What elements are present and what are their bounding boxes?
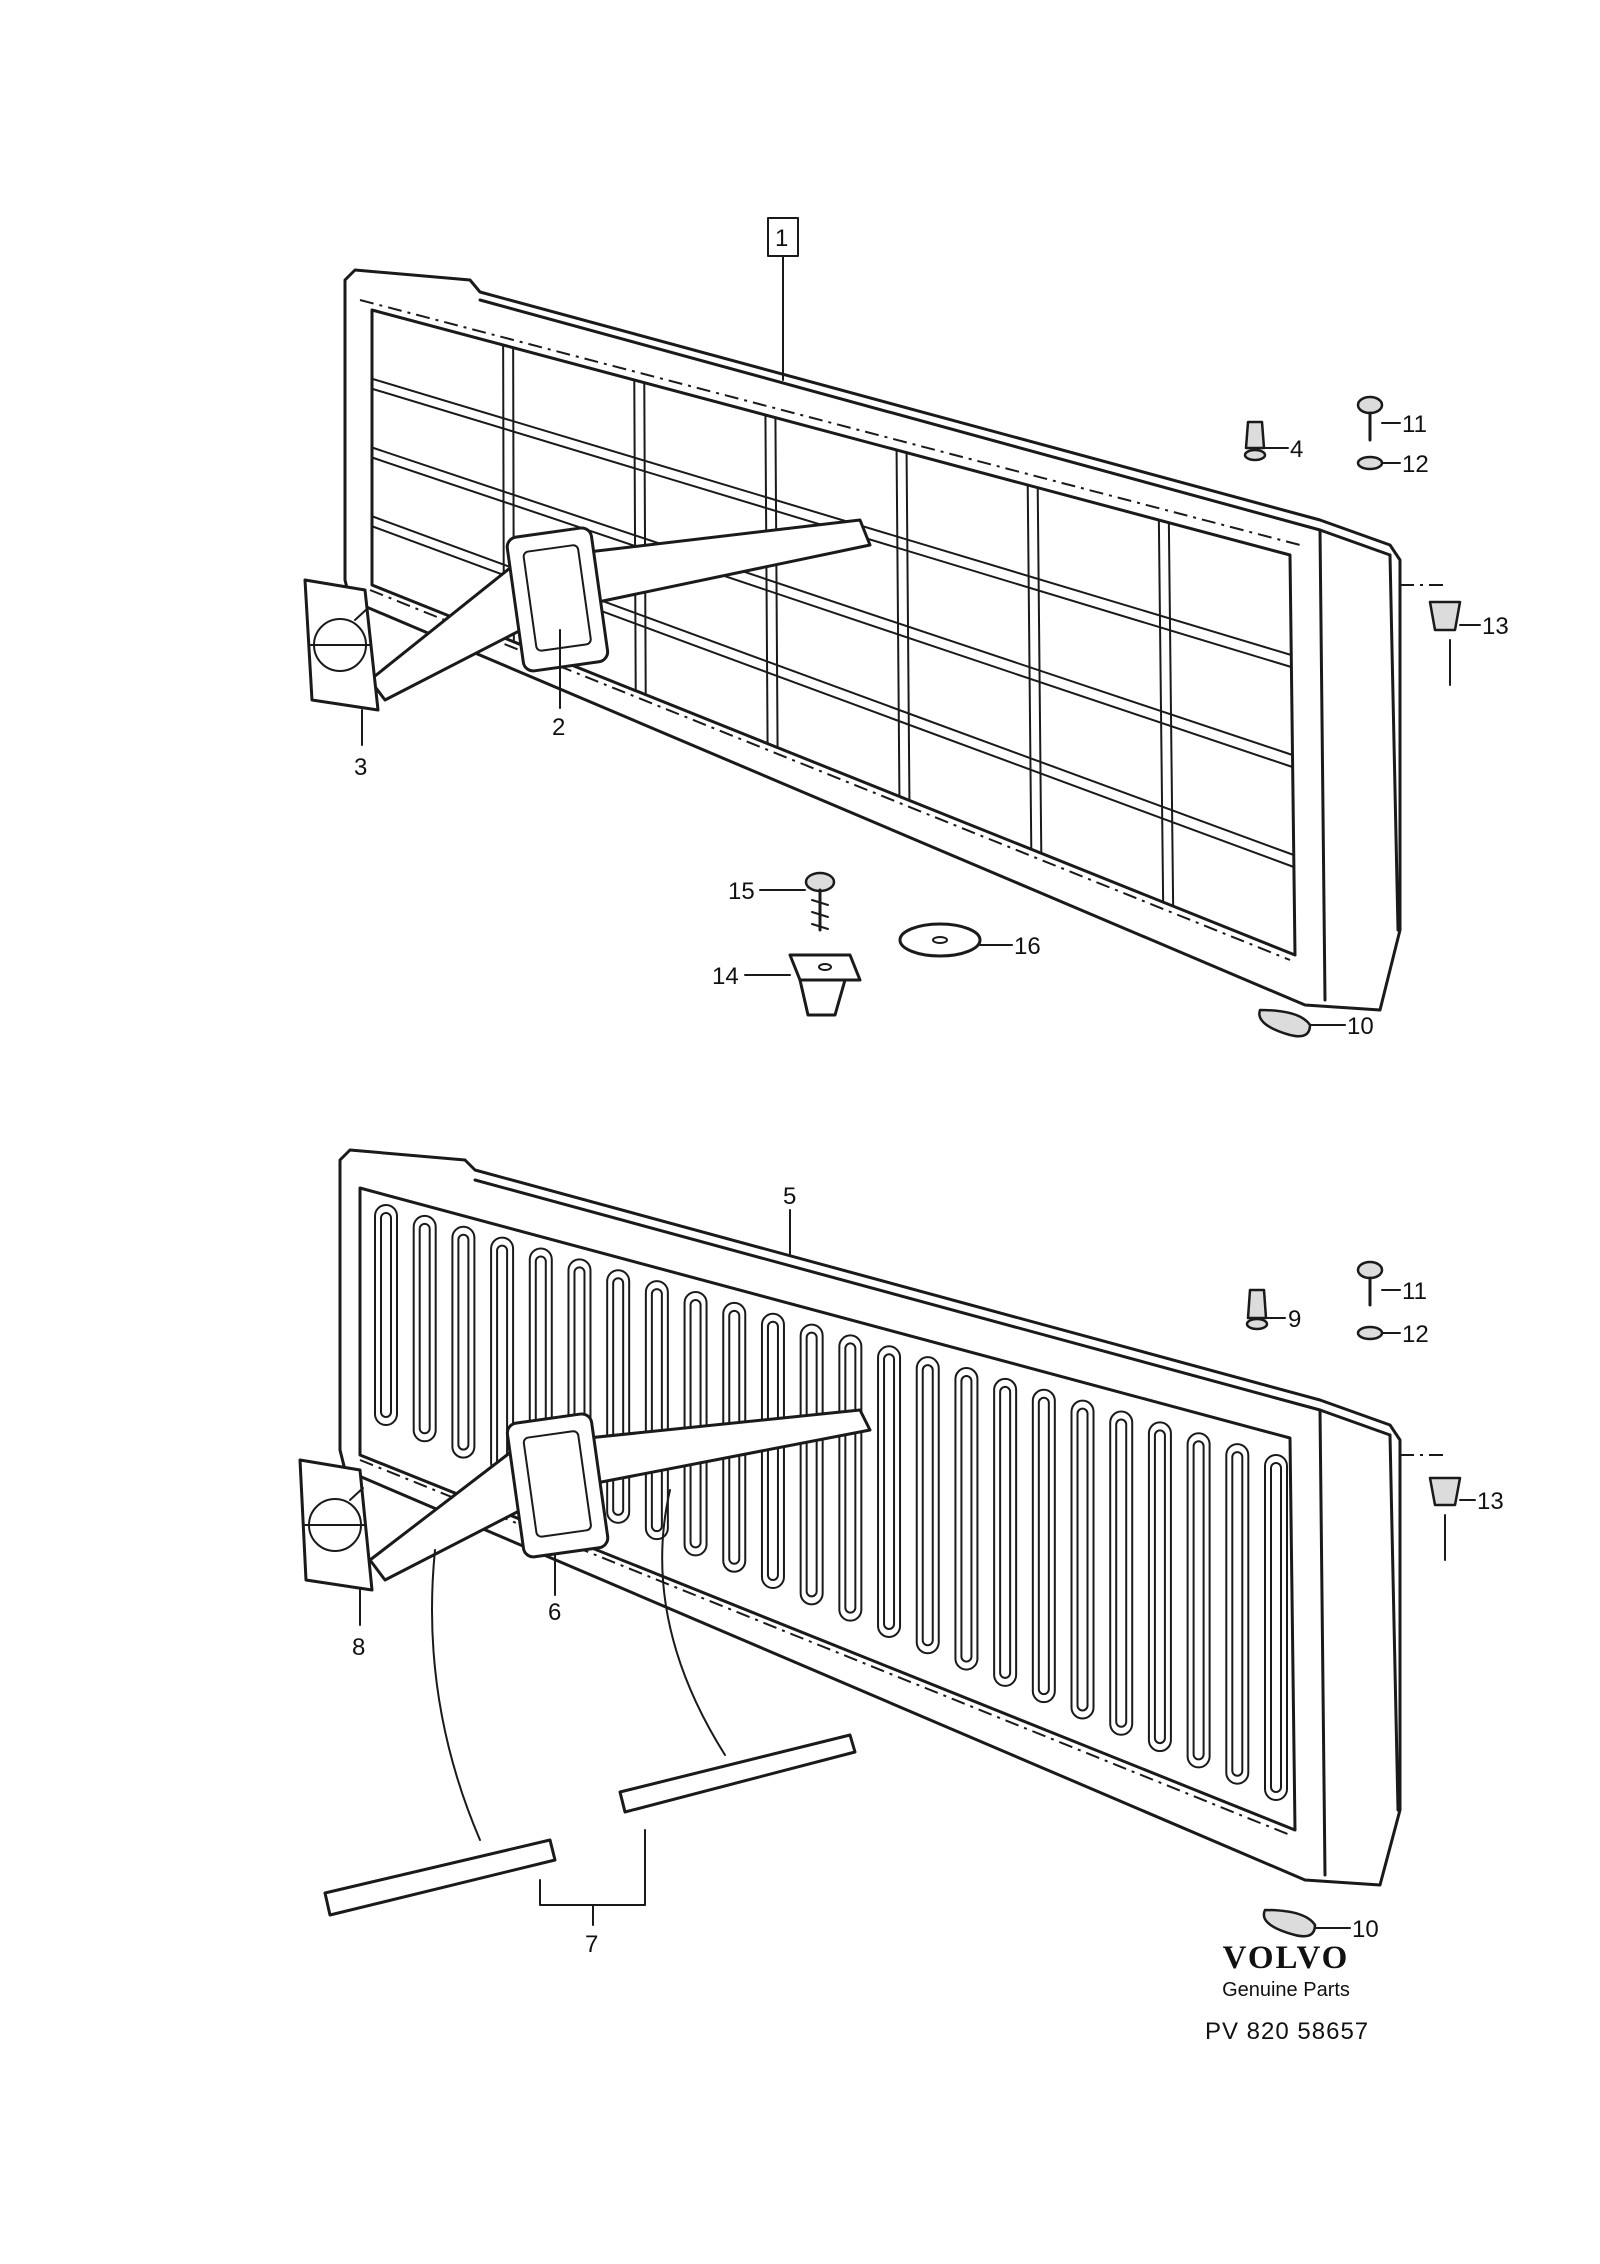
- volvo-badge-lower: [298, 1458, 374, 1592]
- grille-slat-inner: [1115, 1418, 1128, 1728]
- grille-slat: [1147, 1421, 1172, 1753]
- volvo-badge: [303, 578, 380, 712]
- grille-slat: [915, 1356, 940, 1655]
- grille-slat: [838, 1334, 863, 1622]
- screw-15: [804, 871, 836, 932]
- grille-slat-inner: [1192, 1440, 1205, 1761]
- nut-14: [788, 953, 862, 1017]
- grille-slat-inner: [1037, 1396, 1050, 1696]
- part-number: PV 820 58657: [1205, 2018, 1370, 2045]
- grille-slat-inner: [1231, 1451, 1244, 1777]
- callout-15: 15: [728, 878, 755, 905]
- callout-12-top: 12: [1402, 451, 1429, 478]
- grille-slat-inner: [999, 1385, 1012, 1679]
- grille-slat: [374, 1204, 398, 1426]
- grille-slat: [683, 1290, 708, 1557]
- grille-slat-inner: [921, 1364, 934, 1647]
- screw-11-bottom: [1356, 1260, 1384, 1307]
- grille-slat-inner: [844, 1342, 857, 1614]
- callout-10-top: 10: [1347, 1013, 1374, 1040]
- callout-2: 2: [552, 714, 565, 741]
- emblem-bar-lower: [368, 1408, 872, 1582]
- grille-vertical-bars: [338, 1148, 1402, 1887]
- callout-16: 16: [1014, 933, 1041, 960]
- callout-4: 4: [1290, 436, 1303, 463]
- grille-slat: [1070, 1399, 1095, 1720]
- grille-slat-inner: [650, 1288, 663, 1533]
- callout-labels: 1 2 3 4 11 12 13 15 14 16 10 5 9 11 12 1…: [352, 225, 1509, 1958]
- callout-8: 8: [352, 1634, 365, 1661]
- clip-13-bottom: [1400, 1454, 1462, 1561]
- callout-5: 5: [783, 1183, 796, 1210]
- callout-13-top: 13: [1482, 613, 1509, 640]
- grille-slat-inner: [457, 1233, 470, 1451]
- grille-slat: [1186, 1432, 1211, 1769]
- clip-13-top: [1400, 584, 1462, 686]
- callout-6: 6: [548, 1599, 561, 1626]
- callout-14: 14: [712, 963, 739, 990]
- grille-slat-inner: [689, 1298, 702, 1549]
- callout-3: 3: [354, 754, 367, 781]
- callout-1: 1: [775, 225, 788, 252]
- grille-slat-inner: [1270, 1462, 1282, 1793]
- pin-9: [1245, 1288, 1269, 1331]
- emblem-bar: [368, 518, 872, 702]
- grille-slat: [1264, 1454, 1288, 1801]
- grille-slat: [451, 1225, 476, 1459]
- callout-10-bottom: 10: [1352, 1916, 1379, 1943]
- grille-slat-inner: [883, 1353, 896, 1630]
- callout-13-bottom: 13: [1477, 1488, 1504, 1515]
- grommet-10-top: [1258, 1008, 1312, 1038]
- washer-16: [898, 922, 982, 958]
- grille-slat-inner: [418, 1222, 431, 1435]
- grille-slat: [877, 1345, 902, 1638]
- washer-12-bottom: [1356, 1325, 1384, 1341]
- brand-subtitle: Genuine Parts: [1222, 1979, 1350, 2001]
- grille-slat: [412, 1214, 437, 1443]
- brand-block: VOLVO Genuine Parts: [1196, 1940, 1376, 2002]
- grille-slat: [1109, 1410, 1134, 1736]
- washer-12-top: [1356, 455, 1384, 471]
- volvo-logo: VOLVO: [1222, 1940, 1350, 1976]
- callout-12-bottom: 12: [1402, 1321, 1429, 1348]
- callout-7: 7: [585, 1931, 598, 1958]
- grille-slat: [1031, 1388, 1056, 1704]
- grille-slat-inner: [1076, 1407, 1089, 1712]
- grille-slat-inner: [960, 1375, 973, 1663]
- pin-4: [1243, 420, 1267, 462]
- grille-slat-inner: [805, 1331, 818, 1598]
- grille-slat: [606, 1269, 631, 1524]
- screw-11-top: [1356, 395, 1384, 442]
- grille-slat-inner: [1153, 1429, 1166, 1745]
- callout-9: 9: [1288, 1306, 1301, 1333]
- grille-slat: [954, 1367, 979, 1671]
- grille-slat: [993, 1377, 1018, 1687]
- callout-11-top: 11: [1402, 411, 1427, 438]
- callout-leaders: [359, 217, 1481, 1929]
- grille-slat-inner: [612, 1277, 625, 1516]
- grille-slat-inner: [380, 1212, 392, 1418]
- grille-slat: [1225, 1443, 1250, 1785]
- grommet-10-bottom: [1262, 1908, 1317, 1938]
- grille-slat: [799, 1323, 824, 1606]
- grille-slat: [644, 1280, 669, 1541]
- trim-strips: [323, 1489, 857, 1926]
- callout-11-bottom: 11: [1402, 1278, 1427, 1305]
